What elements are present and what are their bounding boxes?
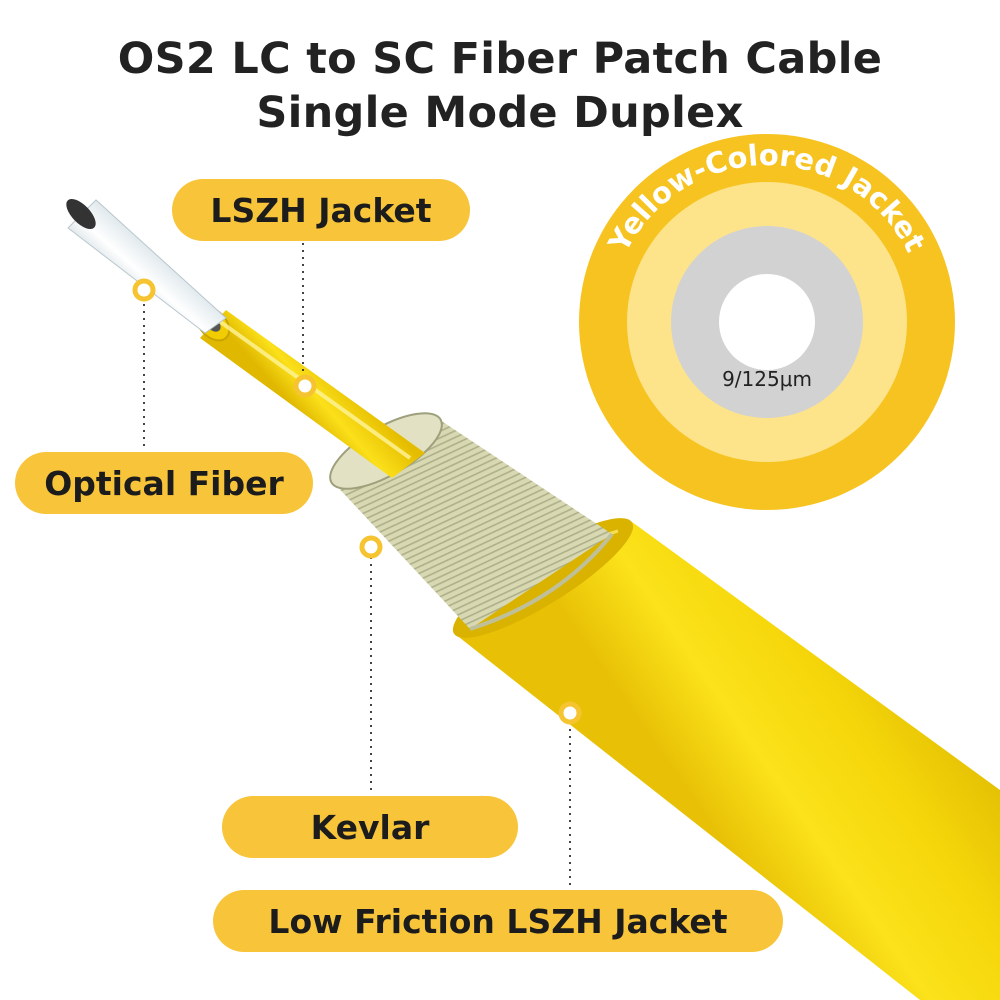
label-kevlar: Kevlar (222, 796, 518, 858)
label-lszh-jacket: LSZH Jacket (172, 179, 470, 241)
cross-section: Yellow-Colored Jacket 9/125μm (579, 134, 955, 510)
optical-fiber (66, 198, 227, 334)
marker-dot-kevlar (359, 535, 383, 559)
page-title: OS2 LC to SC Fiber Patch Cable Single Mo… (0, 32, 1000, 140)
label-low-friction-jacket: Low Friction LSZH Jacket (213, 890, 783, 952)
marker-dot-outer (558, 701, 582, 725)
title-line-1: OS2 LC to SC Fiber Patch Cable (117, 34, 883, 84)
cross-section-core (719, 274, 815, 370)
core-size-label: 9/125μm (722, 367, 812, 391)
marker-dots (132, 278, 582, 725)
label-optical-fiber: Optical Fiber (15, 452, 313, 514)
marker-dot-fiber (132, 278, 156, 302)
marker-dot-lszh (293, 374, 317, 398)
title-line-2: Single Mode Duplex (256, 88, 744, 138)
leader-lines (143, 243, 571, 885)
